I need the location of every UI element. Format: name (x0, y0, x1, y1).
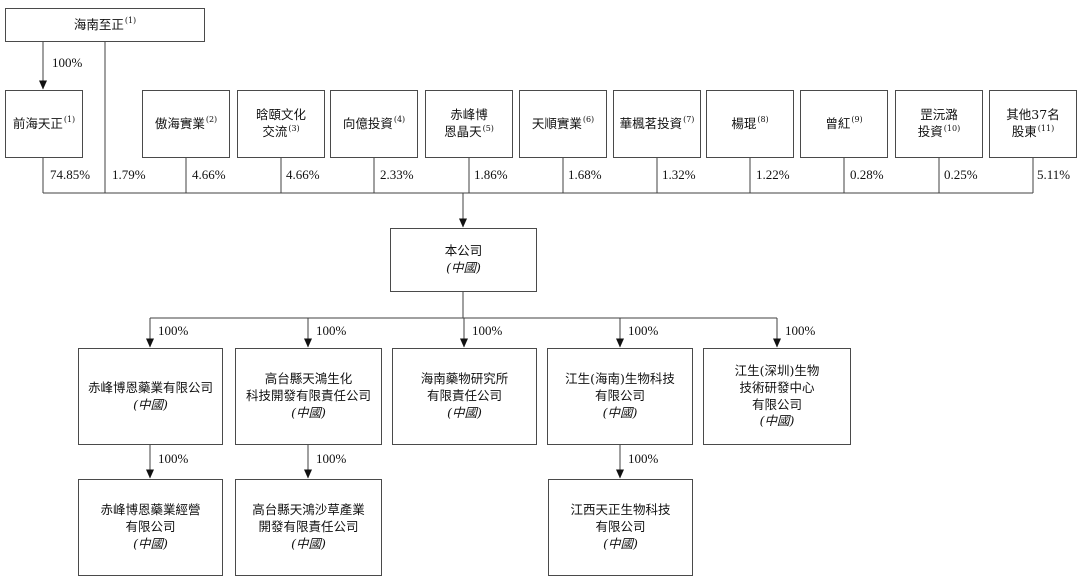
pct-huafengming-touzi: 1.32% (662, 167, 696, 182)
footnote-superscript: (10) (943, 123, 961, 133)
pct-tianshun-shiye: 1.68% (568, 167, 602, 182)
node-xiangyi-touzi: 向億投資(4) (330, 90, 418, 158)
entity-name-line: 恩晶天(5) (444, 123, 494, 139)
footnote-superscript: (4) (393, 115, 406, 125)
footnote-superscript: (6) (582, 115, 595, 125)
pct-xiangyi-touzi: 2.33% (380, 167, 414, 182)
node-hanyi-wenhua-jiaoliu: 晗頤文化交流(3) (237, 90, 325, 158)
pct-qianhai-tianzheng: 74.85% (50, 167, 91, 182)
node-jiangsheng-hainan-biotech: 江生(海南)生物科技有限公司(中國) (547, 348, 693, 445)
entity-name-line: 高台縣天鴻沙草產業 (252, 502, 365, 518)
entity-name-line: 高台縣天鴻生化 (264, 371, 353, 387)
entity-name-line: 傲海實業(2) (154, 115, 218, 131)
footnote-superscript: (3) (288, 123, 300, 133)
node-hainan-pharma-institute: 海南藥物研究所有限責任公司(中國) (392, 348, 537, 445)
entity-name-line: 有限公司 (751, 396, 802, 412)
entity-name-line: 罡沅潞 (920, 107, 958, 123)
entity-name-line: 有限公司 (594, 388, 645, 404)
node-gangyuanlu-touzi: 罡沅潞投資(10) (895, 90, 983, 158)
node-zeng-hong: 曾紅(9) (800, 90, 888, 158)
node-other-37-shareholders: 其他37名股東(11) (989, 90, 1077, 158)
node-gaotai-tianhong-shacao: 高台縣天鴻沙草產業開發有限責任公司(中國) (235, 479, 382, 576)
jurisdiction-note: (中國) (759, 413, 795, 429)
entity-name-line: 開發有限責任公司 (258, 519, 359, 535)
footnote-superscript: (5) (482, 123, 494, 133)
entity-name-line: 有限公司 (595, 519, 646, 535)
entity-name-line: 華楓茗投資(7) (619, 115, 695, 131)
entity-name-line: 其他37名 (1006, 107, 1060, 123)
entity-name-line: 海南至正(1) (73, 16, 137, 32)
jurisdiction-note: (中國) (133, 535, 168, 551)
pct-sub-gaotai: 100% (316, 323, 347, 338)
node-hainan-zhizheng: 海南至正(1) (5, 8, 205, 42)
node-chifeng-boen-pharma-trading: 赤峰博恩藥業經營有限公司(中國) (78, 479, 223, 576)
entity-name-line: 赤峰博恩藥業經營 (100, 502, 201, 518)
footnote-superscript: (9) (851, 115, 863, 125)
pct-sub-hainan-institute: 100% (472, 323, 503, 338)
footnote-superscript: (7) (683, 115, 695, 125)
footnote-superscript: (2) (205, 115, 218, 125)
entity-name-line: 交流(3) (262, 123, 300, 139)
entity-name-line: 有限公司 (125, 519, 176, 535)
pct-sub2-chifeng-trading: 100% (158, 451, 189, 466)
entity-name-line: 赤峰博 (450, 107, 488, 123)
pct-other-37: 5.11% (1037, 167, 1071, 182)
pct-sub-jiangsheng-shenzhen: 100% (785, 323, 816, 338)
jurisdiction-note: (中國) (603, 535, 638, 551)
entity-name-line: 江西天正生物科技 (570, 502, 671, 518)
entity-name-line: 楊琨(8) (731, 115, 769, 131)
pct-root-100: 100% (52, 55, 83, 70)
jurisdiction-note: (中國) (447, 404, 482, 420)
entity-name-line: 有限責任公司 (426, 388, 502, 404)
footnote-superscript: (11) (1037, 123, 1055, 133)
pct-chifeng-boen-jingtian: 1.86% (474, 167, 508, 182)
footnote-superscript: (1) (63, 115, 76, 125)
entity-name-line: 科技開發有限責任公司 (245, 388, 371, 404)
node-jiangxi-tianzheng-biotech: 江西天正生物科技有限公司(中國) (548, 479, 693, 576)
entity-name-line: 晗頤文化 (255, 107, 306, 123)
entity-name-line: 本公司 (444, 243, 483, 259)
pct-yang-kun: 1.22% (756, 167, 790, 182)
pct-aohai-shiye: 4.66% (192, 167, 226, 182)
jurisdiction-note: (中國) (446, 260, 481, 275)
pct-sub-chifeng-boen: 100% (158, 323, 189, 338)
pct-hainan-zhizheng-direct: 1.79% (112, 167, 146, 182)
pct-sub2-jiangxi-tianzheng: 100% (628, 451, 659, 466)
pct-gangyuanlu-touzi: 0.25% (944, 167, 978, 182)
node-yang-kun: 楊琨(8) (706, 90, 794, 158)
entity-name-line: 赤峰博恩藥業有限公司 (87, 379, 213, 395)
footnote-superscript: (1) (124, 16, 137, 26)
entity-name-line: 股東(11) (1011, 123, 1055, 139)
entity-name-line: 江生(深圳)生物 (734, 362, 820, 378)
entity-name-line: 天順實業(6) (531, 115, 595, 131)
pct-zeng-hong: 0.28% (850, 167, 884, 182)
entity-name-line: 海南藥物研究所 (420, 371, 509, 387)
entity-name-line: 技術研發中心 (739, 379, 815, 395)
node-chifeng-boen-pharma: 赤峰博恩藥業有限公司(中國) (78, 348, 223, 445)
pct-sub-jiangsheng-hainan: 100% (628, 323, 659, 338)
entity-name-line: 投資(10) (917, 123, 961, 139)
entity-name-line: 江生(海南)生物科技 (565, 371, 675, 387)
footnote-superscript: (8) (757, 115, 769, 125)
node-aohai-shiye: 傲海實業(2) (142, 90, 230, 158)
node-gaotai-tianhong-biochem: 高台縣天鴻生化科技開發有限責任公司(中國) (235, 348, 382, 445)
jurisdiction-note: (中國) (291, 404, 326, 420)
pct-sub2-gaotai-shacao: 100% (316, 451, 347, 466)
entity-name-line: 前海天正(1) (12, 115, 76, 131)
jurisdiction-note: (中國) (602, 404, 638, 420)
node-jiangsheng-shenzhen-rd-center: 江生(深圳)生物技術研發中心有限公司(中國) (703, 348, 851, 445)
node-huafengming-touzi: 華楓茗投資(7) (613, 90, 701, 158)
entity-name-line: 向億投資(4) (342, 115, 406, 131)
connector-lines (39, 42, 1034, 479)
node-chifeng-boen-jingtian: 赤峰博恩晶天(5) (425, 90, 513, 158)
node-tianshun-shiye: 天順實業(6) (519, 90, 607, 158)
jurisdiction-note: (中國) (133, 396, 168, 412)
entity-name-line: 曾紅(9) (825, 115, 863, 131)
pct-hanyi-wenhua: 4.66% (286, 167, 320, 182)
jurisdiction-note: (中國) (291, 535, 326, 551)
node-the-company: 本公司(中國) (390, 228, 537, 292)
node-qianhai-tianzheng: 前海天正(1) (5, 90, 83, 158)
